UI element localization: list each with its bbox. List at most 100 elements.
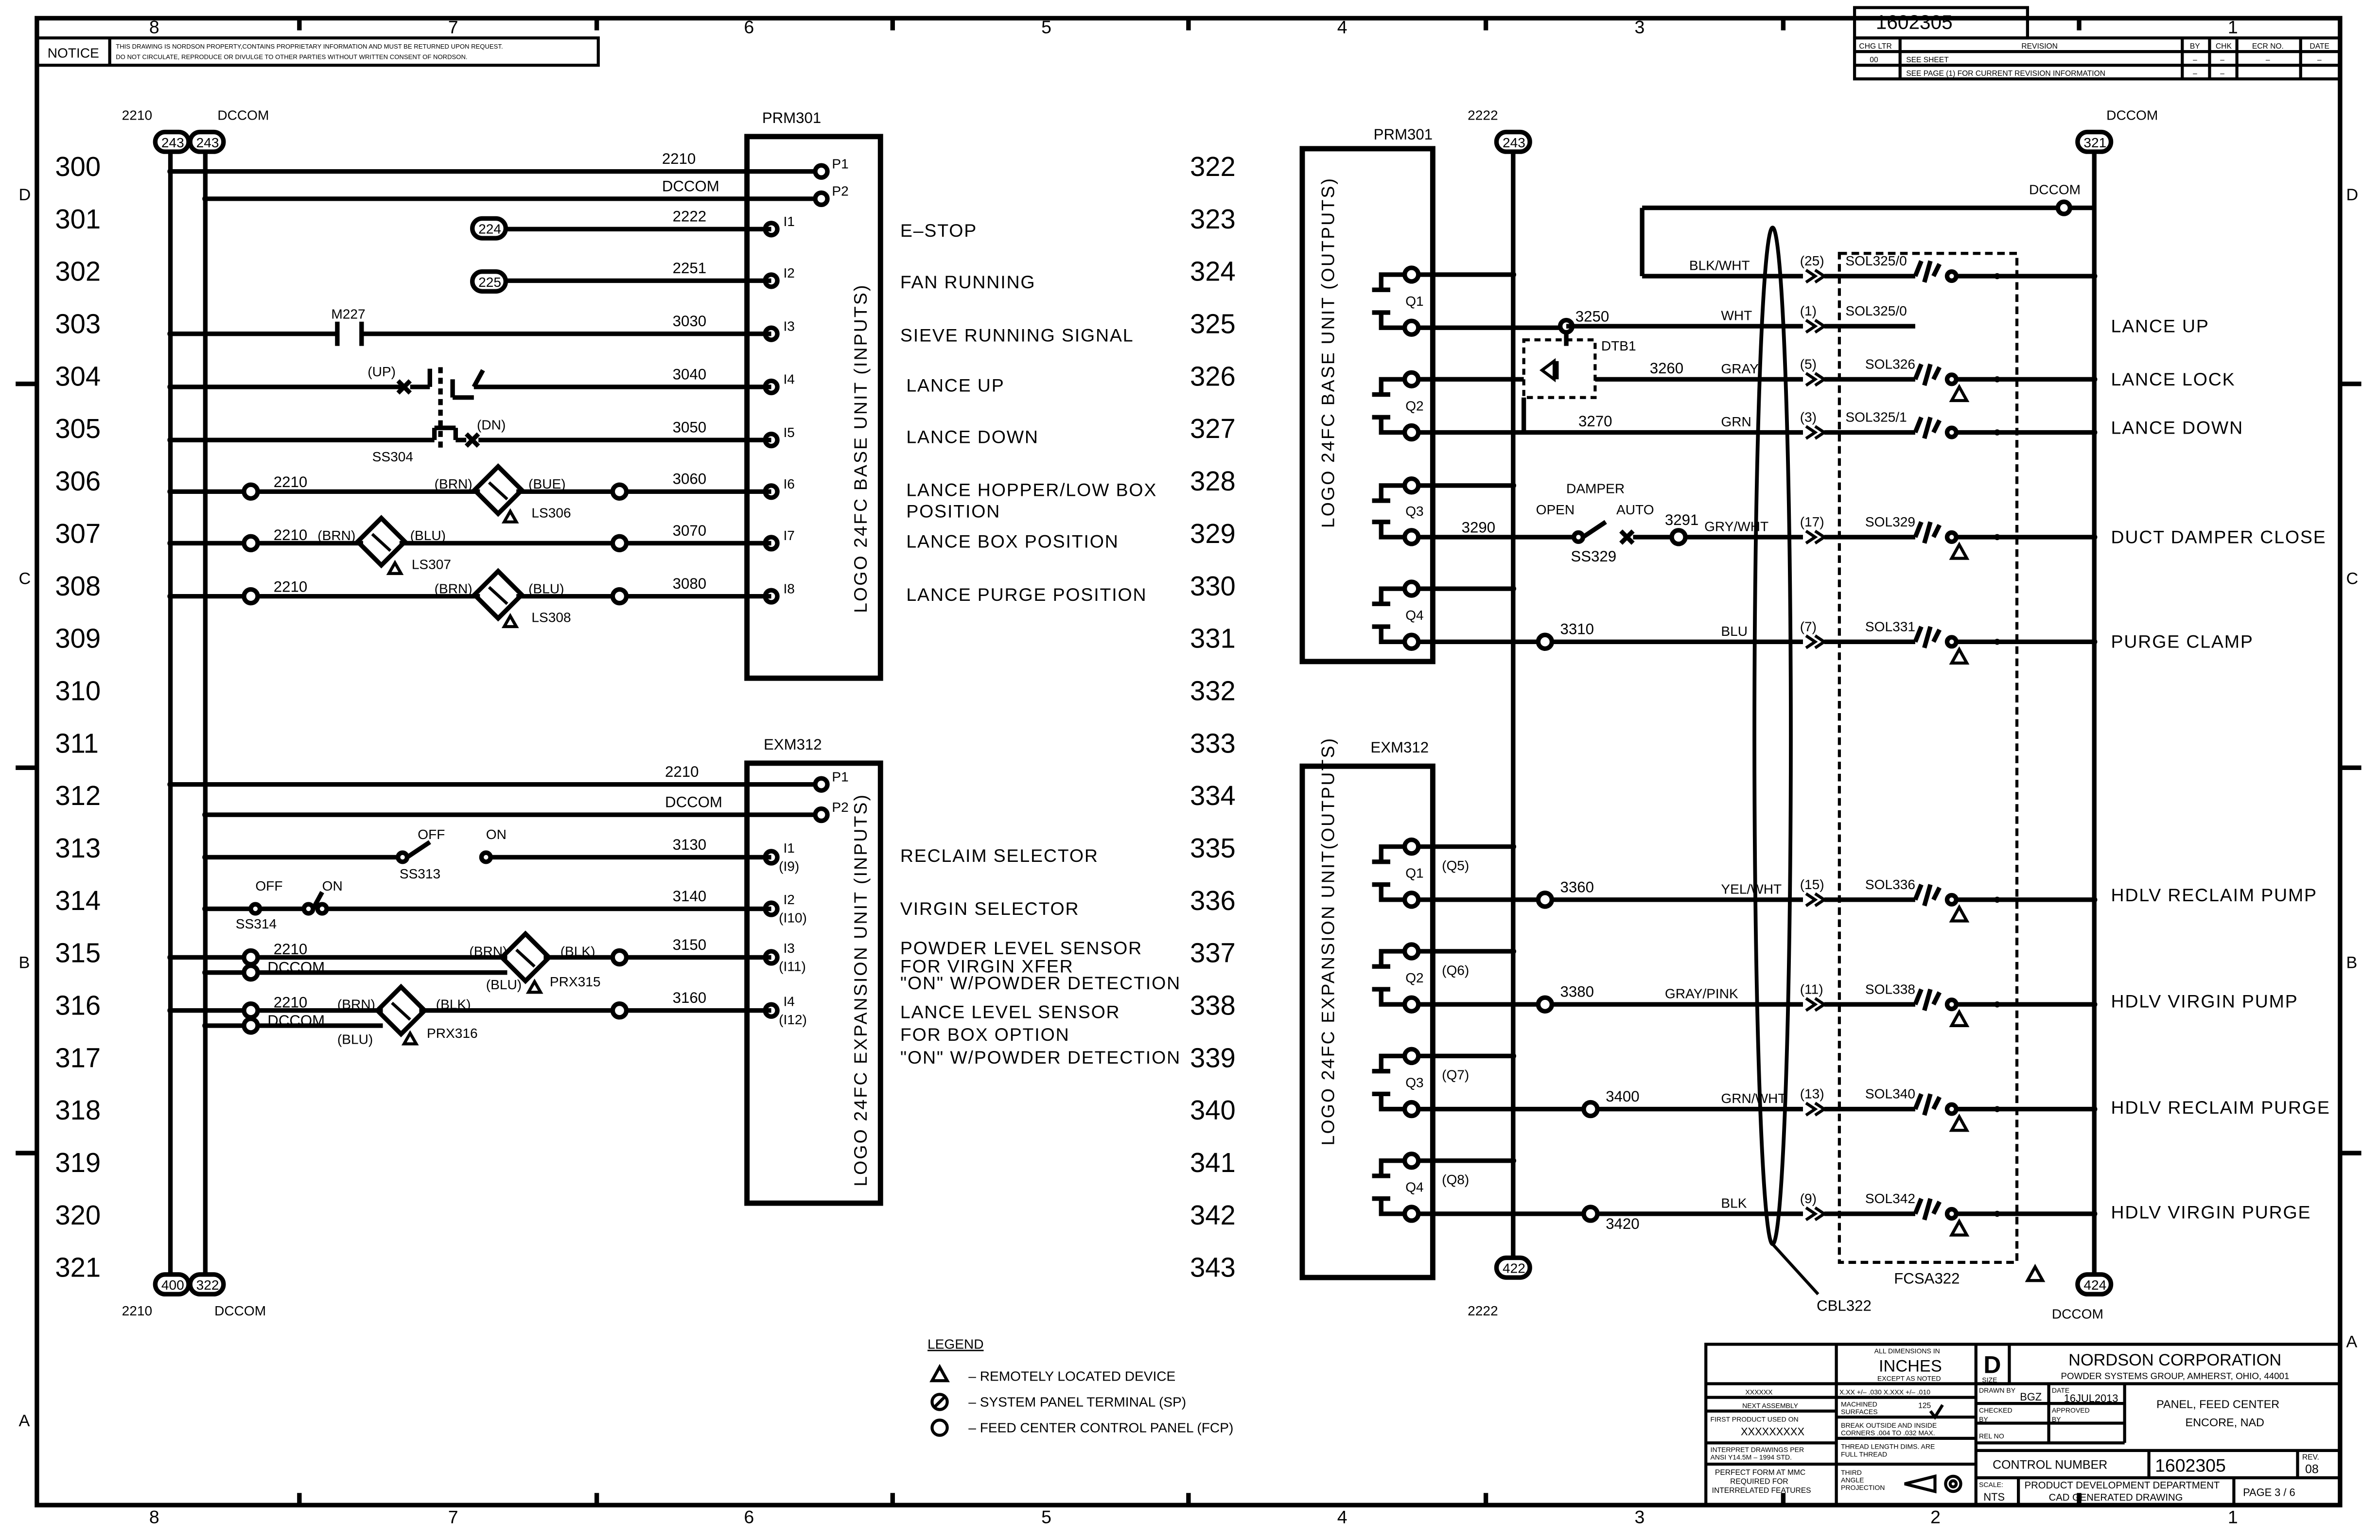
rung-number: 334 [1190, 780, 1236, 811]
desc-lance-up: LANCE UP [906, 375, 1004, 395]
rung-number: 321 [55, 1252, 101, 1283]
connector-arrow-icon [1805, 372, 1827, 387]
exm312-input-title: EXM312 [764, 736, 822, 753]
wire-3290: 3290 [1462, 519, 1495, 536]
output-wire-number: 3310 [1560, 621, 1594, 638]
damper-label: DAMPER [1566, 481, 1625, 496]
rung-number: 301 [55, 204, 101, 234]
tb-division: POWDER SYSTEMS GROUP, AMHERST, OHIO, 440… [2061, 1371, 2290, 1381]
pin-alt-label: (I12) [779, 1012, 807, 1027]
rung-number: 322 [1190, 151, 1236, 182]
notice-line-1: THIS DRAWING IS NORDSON PROPERTY,CONTAIN… [116, 43, 503, 50]
prx316-wire-dccom: DCCOM [267, 1012, 325, 1029]
relay-terminal [1402, 1100, 1421, 1119]
rung-number: 326 [1190, 361, 1236, 391]
zone-left-a: A [18, 1412, 30, 1430]
solenoid-label: SOL331 [1865, 619, 1915, 634]
ls308-brn: (BRN) [435, 581, 472, 596]
exm312-inputs-module: EXM312 LOGO 24FC EXPANSION UNIT (INPUTS) [744, 736, 883, 1206]
solenoid-label: SOL325/1 [1845, 410, 1907, 425]
zone-bottom-1: 1 [2228, 1507, 2238, 1527]
wire-3270: 3270 [1578, 413, 1612, 430]
relay-terminal [1402, 370, 1421, 389]
tb-perfect-1: PERFECT FORM AT MMC [1715, 1469, 1805, 1477]
desc-fan-running: FAN RUNNING [900, 272, 1036, 292]
tb-title-2: ENCORE, NAD [2185, 1416, 2264, 1429]
rung-number: 320 [55, 1200, 101, 1230]
ls308-blu: (BLU) [528, 581, 564, 596]
tb-perfect-3: INTERRELATED FEATURES [1712, 1487, 1811, 1495]
exm312-input-label: LOGO 24FC EXPANSION UNIT (INPUTS) [850, 793, 871, 1187]
output-terminal [1536, 632, 1555, 651]
rung-number: 319 [55, 1147, 101, 1178]
output-description: LANCE DOWN [2111, 418, 2244, 438]
ls307-blu: (BLU) [410, 528, 446, 543]
rung-number: 337 [1190, 938, 1236, 968]
terminal-pin-label: (25) [1800, 253, 1824, 268]
right-bus-bottom-wire: 2222 [1468, 1303, 1498, 1318]
zone-top-4: 4 [1337, 17, 1348, 37]
wire-number: 2222 [673, 208, 706, 225]
output-description: DUCT DAMPER CLOSE [2111, 526, 2327, 547]
zone-right-c: C [2346, 570, 2358, 588]
terminal-pin-label: (5) [1800, 356, 1817, 371]
desc-lance-level: LANCE LEVEL SENSOR [900, 1001, 1120, 1022]
zone-ticks [16, 18, 2362, 1505]
pin-label: I1 [784, 214, 795, 229]
rung-number: 315 [55, 938, 101, 968]
tb-dims-3: EXCEPT AS NOTED [1877, 1374, 1941, 1382]
rung-number: 300 [55, 151, 101, 182]
switch-x [1619, 529, 1635, 545]
ls307-brn: (BRN) [317, 528, 355, 543]
solenoid-label: SOL325/0 [1845, 303, 1907, 318]
tb-third-2: ANGLE [1841, 1476, 1864, 1484]
tb-next-assembly: NEXT ASSEMBLY [1742, 1401, 1799, 1409]
rung-number: 318 [55, 1095, 101, 1125]
output-description: HDLV RECLAIM PUMP [2111, 885, 2317, 905]
relay-label: Q3 [1405, 504, 1423, 519]
connector-arrow-icon [1805, 425, 1827, 440]
wire-color-label: WHT [1721, 308, 1752, 323]
tag-224-label: 224 [478, 222, 501, 237]
junction-dot [1994, 639, 2000, 645]
zone-bottom-4: 4 [1337, 1507, 1348, 1527]
tb-dims-2: INCHES [1879, 1357, 1942, 1376]
prm301-input-label: LOGO 24FC BASE UNIT (INPUTS) [850, 283, 871, 613]
right-bus-tag-top: 243 [1503, 135, 1525, 150]
rev-row1-ecr: – [2266, 56, 2270, 64]
prx315-brn: (BRN) [469, 944, 507, 959]
output-description: HDLV RECLAIM PURGE [2111, 1097, 2330, 1118]
prm301-inputs-module: PRM301 LOGO 24FC BASE UNIT (INPUTS) [744, 109, 883, 681]
tb-rel-no: REL NO [1979, 1432, 2004, 1440]
junction-dot [2091, 376, 2098, 383]
relay-terminal [1402, 1151, 1421, 1170]
damper-auto: AUTO [1616, 502, 1654, 517]
wire-number: DCCOM [665, 793, 722, 810]
drawing-border [35, 16, 2343, 1507]
wire-number: 3040 [673, 366, 706, 383]
ls306-label: LS306 [531, 505, 571, 520]
solenoid-coil [1913, 1093, 1942, 1116]
legend: LEGEND – REMOTELY LOCATED DEVICE – SYSTE… [928, 1337, 1233, 1437]
rung-number: 338 [1190, 990, 1236, 1020]
solenoid-terminal [1944, 892, 1959, 907]
tb-tolerance: X.XX +/– .030 X.XXX +/– .010 [1839, 1388, 1930, 1396]
wire-3291: 3291 [1665, 511, 1698, 528]
relay-label: Q3 [1405, 1075, 1423, 1090]
contact-m227-label: M227 [331, 306, 365, 321]
wire-number: 3150 [673, 936, 706, 953]
zone-top-6: 6 [744, 17, 754, 37]
zone-top-8: 8 [149, 17, 159, 37]
left-bus-tag-b-bottom: 322 [196, 1278, 219, 1293]
input-devices: 224 225 M227 (UP) (DN) SS304 2210 (BRN) … [167, 216, 771, 1047]
relay-contact [1372, 377, 1404, 435]
legend-triangle-icon [929, 1364, 950, 1382]
tb-dims-1: ALL DIMENSIONS IN [1874, 1347, 1940, 1355]
prx316-wire-2210: 2210 [274, 994, 307, 1011]
connector-arrow-icon [1805, 634, 1827, 649]
pin-label: I8 [784, 581, 795, 596]
tb-thread-1: THREAD LENGTH DIMS. ARE [1841, 1443, 1935, 1451]
wire-color-label: BLK/WHT [1689, 258, 1750, 273]
junction-dot [1994, 429, 2000, 436]
solenoid-coil [1913, 260, 1942, 283]
